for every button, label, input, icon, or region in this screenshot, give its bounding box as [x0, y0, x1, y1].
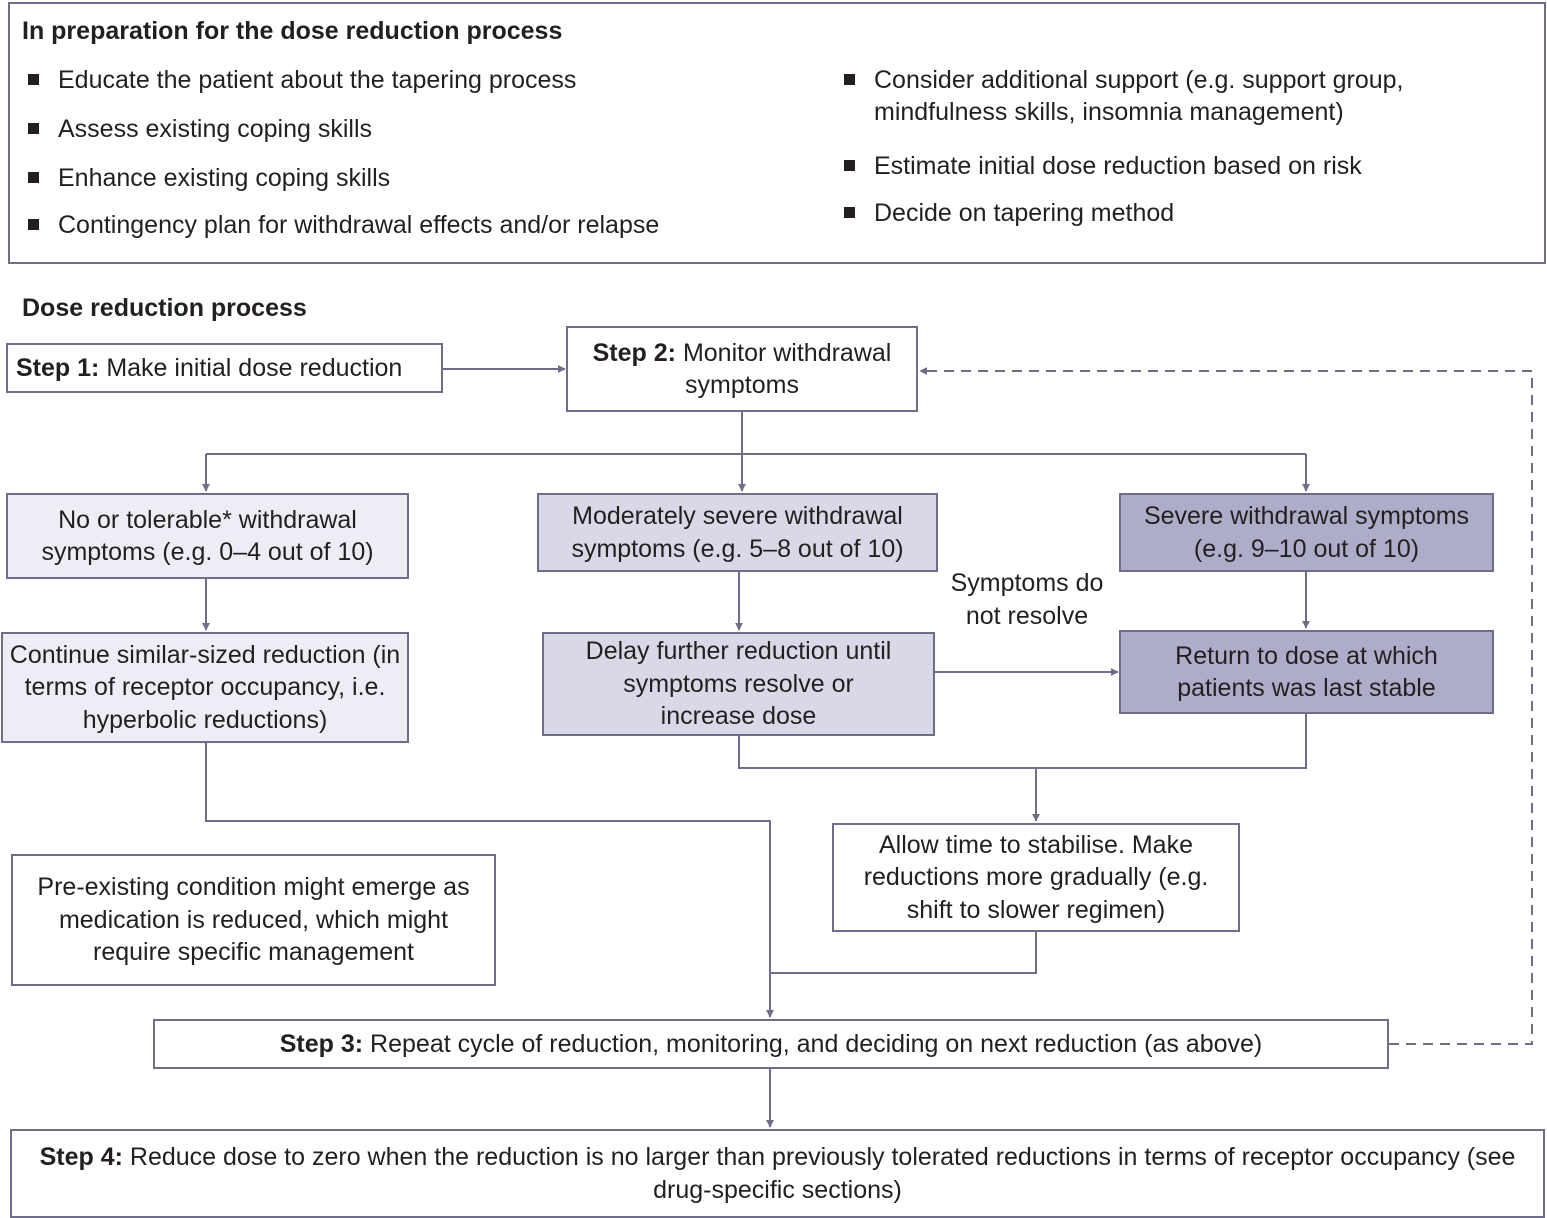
bullet-icon	[28, 123, 39, 134]
bullet-icon	[844, 160, 855, 171]
dashed-feedback-arrow	[919, 367, 1533, 1045]
preparation-heading: In preparation for the dose reduction pr…	[22, 17, 563, 45]
bullet-icon	[28, 172, 39, 183]
bullet-icon	[844, 74, 855, 85]
delay-reduction-box: Delay further reduction until symptoms r…	[542, 632, 935, 736]
step1-text: Make initial dose reduction	[106, 353, 403, 382]
step1-label: Step 1:	[16, 353, 100, 382]
mild-symptoms-box: No or tolerable* withdrawal symptoms (e.…	[6, 493, 409, 579]
prep-item-contingency: Contingency plan for withdrawal effects …	[8, 209, 798, 241]
severe-symptoms-box: Severe withdrawal symptoms (e.g. 9–10 ou…	[1119, 493, 1494, 572]
bullet-icon	[28, 74, 39, 85]
prep-item-method: Decide on tapering method	[824, 197, 1504, 229]
moderate-symptoms-box: Moderately severe withdrawal symptoms (e…	[537, 493, 938, 572]
preexisting-condition-text: Pre-existing condition might emerge as m…	[37, 873, 470, 967]
step3-box: Step 3: Repeat cycle of reduction, monit…	[153, 1019, 1389, 1069]
return-dose-box: Return to dose at which patients was las…	[1119, 630, 1494, 714]
stabilise-text: Allow time to stabilise. Make reductions…	[863, 830, 1209, 924]
step2-box: Step 2: Monitor withdrawal symptoms	[566, 326, 918, 412]
step1-box: Step 1: Make initial dose reduction	[6, 343, 443, 393]
prep-item-educate: Educate the patient about the tapering p…	[8, 64, 798, 96]
step2-text: Monitor withdrawal symptoms	[682, 338, 892, 400]
step3-text: Repeat cycle of reduction, monitoring, a…	[370, 1029, 1263, 1058]
return-dose-text: Return to dose at which patients was las…	[1175, 641, 1438, 703]
step4-box: Step 4: Reduce dose to zero when the red…	[10, 1129, 1545, 1218]
prep-item-support: Consider additional support (e.g. suppor…	[824, 64, 1504, 128]
bullet-icon	[28, 219, 39, 230]
continue-reduction-box: Continue similar-sized reduction (in ter…	[1, 632, 409, 743]
prep-item-assess: Assess existing coping skills	[8, 113, 798, 145]
bullet-icon	[844, 207, 855, 218]
step4-label: Step 4:	[39, 1143, 123, 1171]
step2-label: Step 2:	[592, 338, 676, 367]
prep-item-estimate: Estimate initial dose reduction based on…	[824, 150, 1504, 182]
step3-label: Step 3:	[279, 1029, 364, 1058]
process-heading: Dose reduction process	[22, 294, 307, 322]
delay-reduction-text: Delay further reduction until symptoms r…	[585, 637, 892, 731]
preparation-panel	[8, 2, 1546, 264]
stabilise-box: Allow time to stabilise. Make reductions…	[832, 823, 1240, 932]
step4-text: Reduce dose to zero when the reduction i…	[129, 1143, 1516, 1204]
merge-line	[738, 714, 1307, 769]
arrow-continue-to-step3	[205, 743, 774, 1018]
preexisting-condition-box: Pre-existing condition might emerge as m…	[11, 854, 496, 986]
prep-item-enhance: Enhance existing coping skills	[8, 162, 798, 194]
mild-symptoms-text: No or tolerable* withdrawal symptoms (e.…	[41, 505, 374, 567]
severe-symptoms-text: Severe withdrawal symptoms (e.g. 9–10 ou…	[1143, 502, 1470, 563]
not-resolve-label: Symptoms do not resolve	[950, 569, 1104, 630]
moderate-symptoms-text: Moderately severe withdrawal symptoms (e…	[571, 502, 904, 563]
line-stabilise-to-step3	[770, 932, 1037, 974]
continue-reduction-text: Continue similar-sized reduction (in ter…	[9, 640, 401, 734]
